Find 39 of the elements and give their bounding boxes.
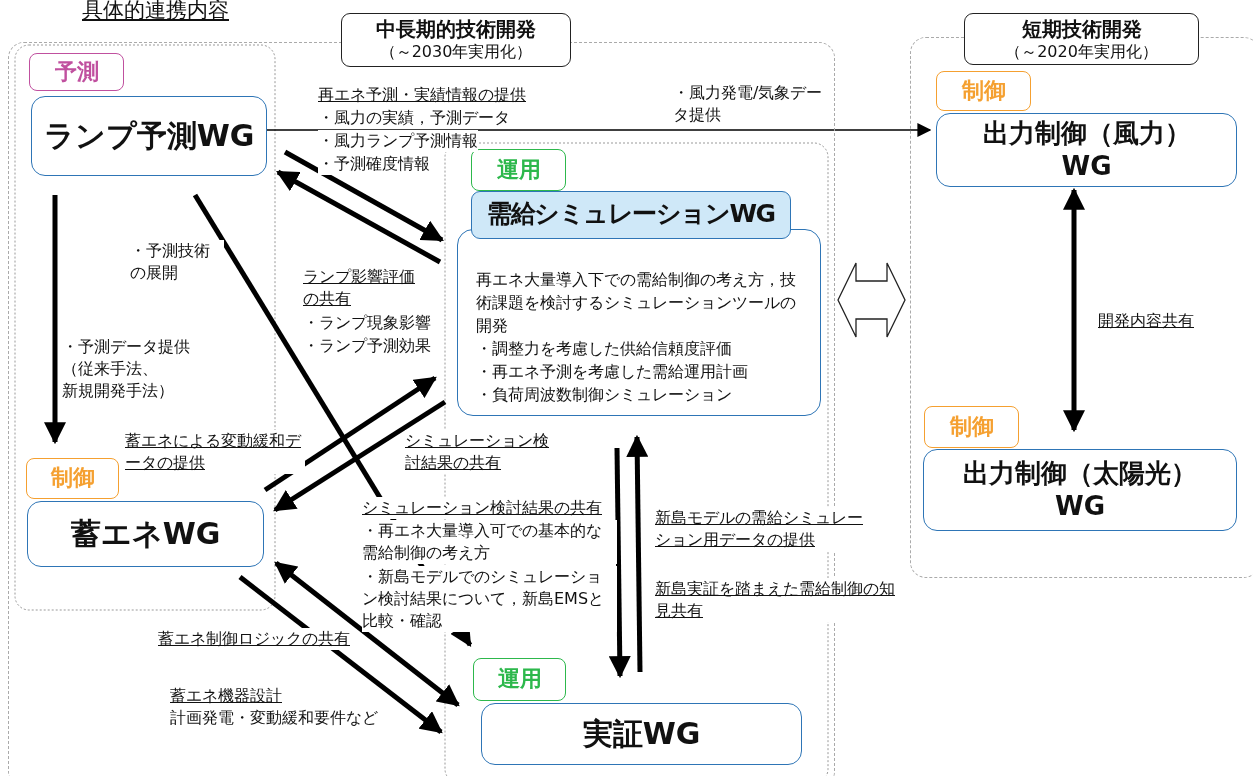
arrow bbox=[44, 195, 66, 445]
arrow bbox=[238, 575, 443, 734]
working-group-box: 需給シミュレーションWG bbox=[471, 191, 791, 239]
arrow bbox=[276, 169, 442, 265]
note: ・予測技術の展開 bbox=[130, 240, 224, 284]
category-tag: 予測 bbox=[29, 53, 124, 91]
title: 具体的連携内容 bbox=[82, 0, 229, 22]
underlined-note: シミュレーション検討結果の共有 bbox=[362, 497, 602, 519]
arrow bbox=[1063, 187, 1085, 433]
category-tag: 制御 bbox=[26, 458, 119, 499]
edge-label: ・風力発電/気象データ提供 bbox=[673, 82, 823, 126]
underlined-note: 蓄エネ制御ロジックの共有 bbox=[158, 628, 350, 650]
working-group-box: 出力制御（太陽光）WG bbox=[923, 449, 1237, 531]
note: 計画発電・変動緩和要件など bbox=[170, 707, 378, 729]
note: ・風力ランプ予測情報 bbox=[318, 130, 478, 152]
underlined-note: 開発内容共有 bbox=[1098, 310, 1194, 332]
category-tag: 運用 bbox=[471, 149, 566, 191]
category-tag: 運用 bbox=[473, 658, 566, 701]
heading-box: 中長期的技術開発 （～2030年実用化） bbox=[341, 13, 571, 67]
underlined-note: 蓄エネ機器設計 bbox=[170, 685, 282, 707]
note: ・再エネ大量導入可での基本的な需給制御の考え方 bbox=[362, 520, 617, 564]
heading-box: 短期技術開発 （～2020年実用化） bbox=[964, 13, 1199, 65]
arrow bbox=[274, 561, 460, 707]
arrow bbox=[626, 434, 649, 673]
category-tag: 制御 bbox=[924, 406, 1019, 448]
note: ・新島モデルでのシミュレーション検討結果について，新島EMSと比較・確認 bbox=[362, 566, 617, 632]
working-group-box: 実証WG bbox=[481, 703, 802, 765]
double-arrow bbox=[837, 262, 906, 338]
arrow bbox=[608, 447, 631, 679]
arrow bbox=[283, 149, 444, 243]
working-group-box: ランプ予測WG bbox=[31, 96, 267, 176]
arrow bbox=[263, 375, 437, 493]
arrow bbox=[273, 399, 447, 513]
category-tag: 制御 bbox=[936, 71, 1031, 111]
working-group-box: 出力制御（風力）WG bbox=[936, 113, 1237, 187]
underlined-note: 新島実証を踏まえた需給制御の知見共有 bbox=[655, 578, 895, 622]
working-group-box: 蓄エネWG bbox=[27, 501, 264, 567]
note: ・予測確度情報 bbox=[318, 153, 430, 175]
underlined-note: 蓄エネによる変動緩和データの提供 bbox=[125, 430, 305, 474]
